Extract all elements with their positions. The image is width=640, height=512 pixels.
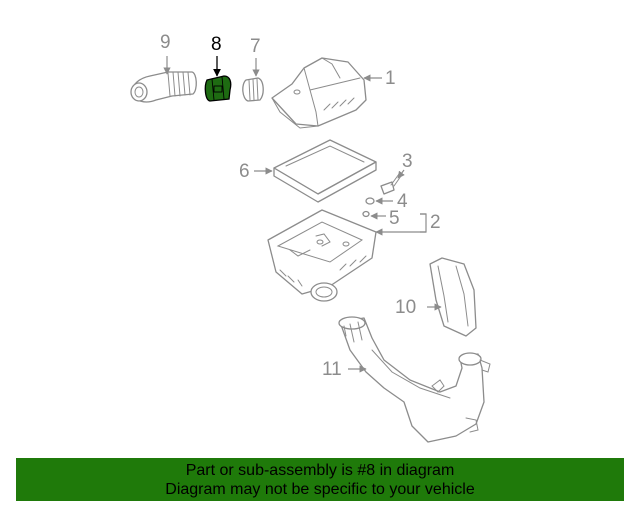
part-8-coupler[interactable]: 8	[204, 34, 232, 102]
part-5-insulator[interactable]: 5	[362, 208, 400, 229]
part-9-intake-duct[interactable]: 9	[130, 32, 197, 103]
callout-10[interactable]: 10	[395, 297, 416, 318]
part-2-air-cleaner-housing[interactable]: 2	[267, 209, 441, 302]
callout-9[interactable]: 9	[160, 32, 171, 53]
info-banner: Part or sub-assembly is #8 in diagram Di…	[16, 458, 624, 501]
part-10-duct[interactable]: 10	[395, 257, 477, 337]
callout-7[interactable]: 7	[250, 36, 261, 57]
part-3-bolt[interactable]: 3	[380, 151, 413, 195]
callout-11[interactable]: 11	[322, 359, 342, 380]
callout-4[interactable]: 4	[397, 191, 408, 212]
callout-5[interactable]: 5	[389, 208, 400, 229]
callout-8[interactable]: 8	[211, 34, 222, 55]
callout-1[interactable]: 1	[385, 68, 396, 89]
part-11-outlet-duct[interactable]: 11	[322, 316, 491, 443]
callout-6[interactable]: 6	[239, 161, 250, 182]
callout-2[interactable]: 2	[430, 212, 441, 233]
parts-diagram: 9 8 7 1 6 3	[130, 32, 491, 443]
part-1-air-cleaner-cover[interactable]: 1	[271, 57, 396, 129]
banner-line-1: Part or sub-assembly is #8 in diagram	[185, 462, 455, 479]
callout-3[interactable]: 3	[402, 151, 413, 172]
part-7-sleeve[interactable]: 7	[242, 36, 264, 102]
part-6-filter-element[interactable]: 6	[239, 139, 377, 203]
part-4-grommet[interactable]: 4	[365, 191, 408, 212]
banner-line-2: Diagram may not be specific to your vehi…	[165, 481, 475, 498]
